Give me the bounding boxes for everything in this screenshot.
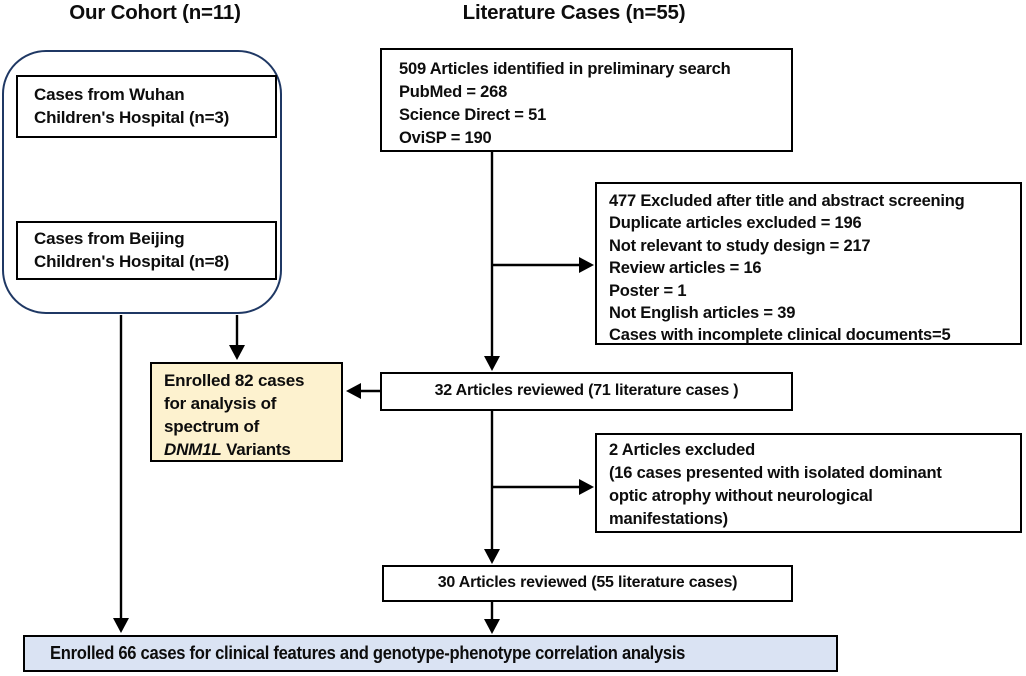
arrowhead-down-icon <box>484 356 500 371</box>
box-line: Children's Hospital (n=8) <box>34 251 230 271</box>
box-30-articles-reviewed: 30 Articles reviewed (55 literature case… <box>382 565 793 602</box>
column-title-literature-cases: Literature Cases (n=55) <box>462 1 686 24</box>
box-line: optic atrophy without neurological <box>609 487 873 505</box>
box-line: PubMed = 268 <box>399 83 508 101</box>
box-articles-identified: 509 Articles identified in preliminary s… <box>380 48 793 152</box>
box-beijing-cases: Cases from Beijing Children's Hospital (… <box>16 221 277 280</box>
box-wuhan-cases: Cases from Wuhan Children's Hospital (n=… <box>16 75 277 138</box>
arrowhead-right-icon <box>579 479 594 495</box>
box-line: Review articles = 16 <box>609 259 762 278</box>
box-line: manifestations) <box>609 510 728 528</box>
box-line: 2 Articles excluded <box>609 441 755 459</box>
box-line: Science Direct = 51 <box>399 106 547 124</box>
arrowhead-down-icon <box>229 345 245 360</box>
arrowhead-right-icon <box>579 257 594 273</box>
box-line: Cases from Beijing <box>34 229 185 248</box>
box-line: 509 Articles identified in preliminary s… <box>399 60 731 78</box>
box-line: Enrolled 66 cases for clinical features … <box>50 643 686 664</box>
box-32-articles-reviewed: 32 Articles reviewed (71 literature case… <box>380 372 793 411</box>
box-enrolled-66-final: Enrolled 66 cases for clinical features … <box>23 635 838 672</box>
arrowhead-left-icon <box>346 383 361 399</box>
box-line: OviSP = 190 <box>399 129 492 147</box>
column-title-our-cohort: Our Cohort (n=11) <box>69 1 241 24</box>
box-line: Enrolled 82 cases <box>164 371 305 390</box>
box-line: Children's Hospital (n=3) <box>34 107 230 127</box>
box-line: DNM1L Variants <box>164 438 341 461</box>
gene-suffix: Variants <box>221 440 291 459</box>
box-line: spectrum of <box>164 417 260 436</box>
box-excluded-optic-atrophy: 2 Articles excluded (16 cases presented … <box>595 433 1022 533</box>
arrowhead-down-icon <box>484 619 500 634</box>
box-line: Cases from Wuhan <box>34 85 185 104</box>
box-line: for analysis of <box>164 394 277 413</box>
box-line: 30 Articles reviewed (55 literature case… <box>437 574 738 592</box>
box-line: Cases with incomplete clinical documents… <box>609 326 951 345</box>
box-line: Duplicate articles excluded = 196 <box>609 214 862 233</box>
box-excluded-screening: 477 Excluded after title and abstract sc… <box>595 182 1022 345</box>
box-line: Poster = 1 <box>609 281 687 300</box>
box-line: (16 cases presented with isolated domina… <box>609 464 942 482</box>
box-line: 477 Excluded after title and abstract sc… <box>609 192 965 210</box>
box-enrolled-82-variants: Enrolled 82 cases for analysis of spectr… <box>150 362 343 462</box>
box-line: 32 Articles reviewed (71 literature case… <box>434 382 739 400</box>
gene-symbol: DNM1L <box>164 440 222 459</box>
arrowhead-down-icon <box>113 618 129 633</box>
box-line: Not English articles = 39 <box>609 304 796 323</box>
box-line: Not relevant to study design = 217 <box>609 236 871 255</box>
arrowhead-down-icon <box>484 549 500 564</box>
